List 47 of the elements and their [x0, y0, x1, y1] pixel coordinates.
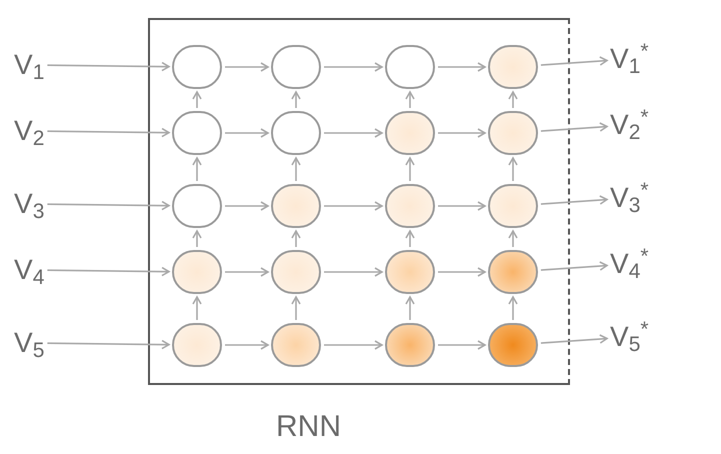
arrow: [540, 56, 608, 66]
arrow: [47, 200, 170, 210]
network-label: RNN: [276, 412, 341, 442]
arrow: [405, 296, 415, 320]
arrow: [405, 91, 415, 108]
arrow: [324, 340, 383, 350]
arrow: [438, 267, 486, 277]
arrow: [192, 296, 202, 320]
arrow: [225, 340, 269, 350]
arrow: [291, 157, 301, 181]
arrow: [192, 230, 202, 247]
arrow: [540, 334, 608, 344]
arrow: [324, 128, 383, 138]
vector-label: V$_{4}$: [14, 256, 44, 284]
arrow: [225, 267, 269, 277]
arrow: [47, 266, 170, 276]
arrow: [438, 62, 486, 72]
vector-label: V$_{3}$: [14, 190, 44, 218]
arrow: [438, 201, 486, 211]
arrow: [508, 296, 518, 320]
vector-label: V$_{2}$: [14, 117, 44, 145]
arrow: [405, 157, 415, 181]
vector-label: V$_{1}$: [14, 51, 44, 79]
arrow: [47, 340, 170, 350]
arrow: [438, 128, 486, 138]
arrow: [508, 230, 518, 247]
arrow: [291, 91, 301, 108]
arrow: [47, 128, 170, 138]
arrow: [225, 128, 269, 138]
arrow: [540, 195, 608, 205]
arrow: [324, 62, 383, 72]
arrow: [192, 157, 202, 181]
arrow: [291, 230, 301, 247]
arrow: [324, 267, 383, 277]
arrow: [192, 91, 202, 108]
vector-label: V$_{5}$: [14, 329, 44, 357]
arrow: [291, 296, 301, 320]
arrow: [405, 230, 415, 247]
arrow: [47, 62, 170, 72]
arrow: [508, 91, 518, 108]
arrow: [324, 201, 383, 211]
arrow: [225, 201, 269, 211]
arrow: [225, 62, 269, 72]
arrow: [540, 261, 608, 271]
arrow: [438, 340, 486, 350]
arrow: [540, 122, 608, 132]
arrow: [508, 157, 518, 181]
